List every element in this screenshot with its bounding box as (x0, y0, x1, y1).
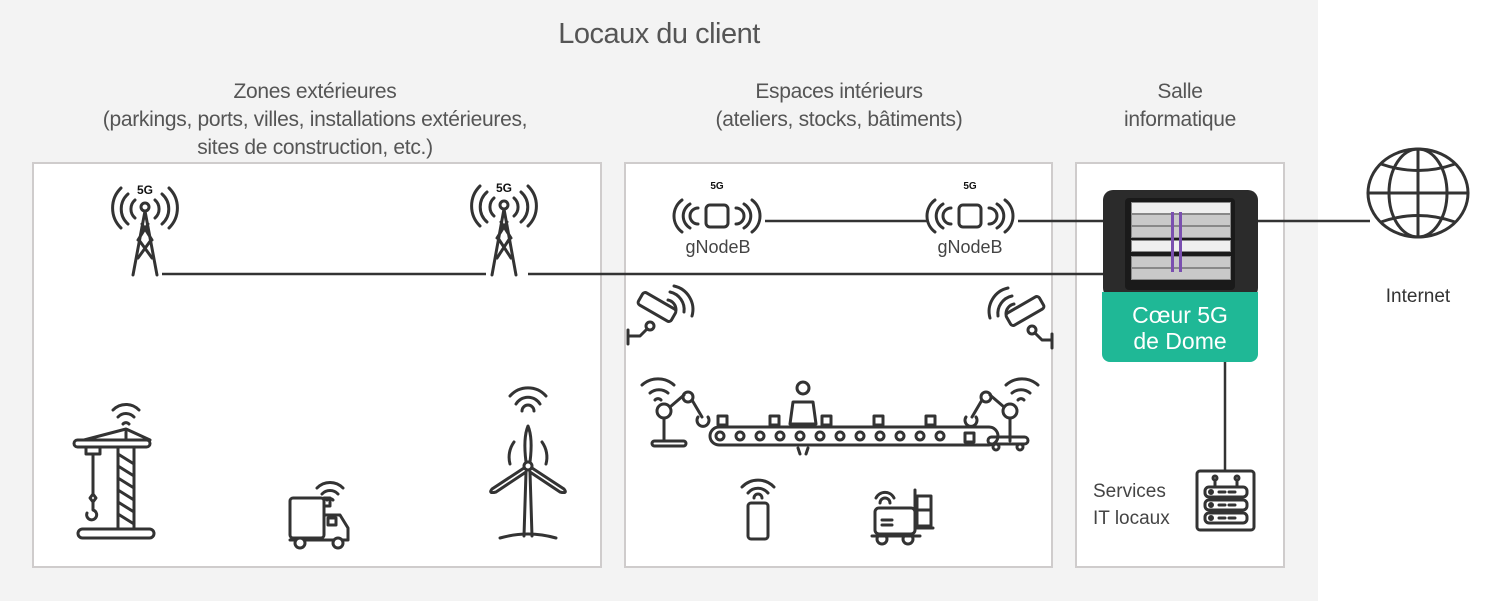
indoor-zone-title: Espaces intérieurs (755, 80, 923, 103)
core-label-2: de Dome (1133, 328, 1227, 354)
core-label-1: Cœur 5G (1132, 302, 1228, 328)
wind-turbine-icon (489, 386, 567, 540)
outdoor-zone-subtitle-2: sites de construction, etc.) (197, 136, 433, 159)
smartphone-icon (740, 478, 776, 541)
indoor-zone-box (624, 162, 1053, 568)
indoor-zone-subtitle: (ateliers, stocks, bâtiments) (715, 108, 963, 131)
gnodeb-badge-1: 5G (710, 181, 724, 192)
tower-badge-2: 5G (496, 181, 512, 195)
cell-tower-icon: 5G (111, 183, 179, 277)
local-it-label-2: IT locaux (1093, 508, 1170, 529)
local-it-label-1: Services (1093, 481, 1166, 502)
outdoor-zone-subtitle-1: (parkings, ports, villes, installations … (102, 108, 528, 131)
local-it-label: Services IT locaux (1093, 478, 1170, 532)
diagram-title: Locaux du client (558, 18, 760, 50)
gnodeb-icon: 5G (925, 181, 1015, 234)
crane-icon (72, 403, 156, 540)
server-stack-icon (1195, 469, 1256, 532)
outdoor-zone-title: Zones extérieures (233, 80, 397, 103)
gnodeb-badge-2: 5G (963, 181, 977, 192)
internet-label: Internet (1385, 286, 1451, 307)
outdoor-zone-heading: Zones extérieures (parkings, ports, vill… (30, 78, 600, 162)
truck-icon (288, 481, 350, 550)
security-camera-left-icon (626, 284, 695, 346)
conveyor-belt-worker-icon (708, 380, 1000, 456)
gnodeb-icon: 5G (672, 181, 762, 234)
robot-arm-right-icon (963, 377, 1040, 452)
gnodeb-label-1: gNodeB (685, 237, 751, 257)
server-room-title-1: Salle (1157, 80, 1203, 103)
dome-5g-core-badge: Cœur 5G de Dome (1102, 292, 1258, 362)
forklift-robot-icon (870, 488, 935, 546)
gnodeb-label-2: gNodeB (937, 237, 1003, 257)
tower-badge-1: 5G (137, 183, 153, 197)
robot-arm-left-icon (640, 377, 711, 448)
dome-core-rack-image (1103, 190, 1258, 298)
indoor-zone-heading: Espaces intérieurs (ateliers, stocks, bâ… (625, 78, 1053, 134)
server-room-heading: Salle informatique (1075, 78, 1285, 134)
server-room-title-2: informatique (1124, 108, 1236, 131)
cell-tower-icon: 5G (470, 181, 538, 277)
globe-icon (1366, 147, 1470, 239)
security-camera-right-icon (987, 286, 1054, 350)
